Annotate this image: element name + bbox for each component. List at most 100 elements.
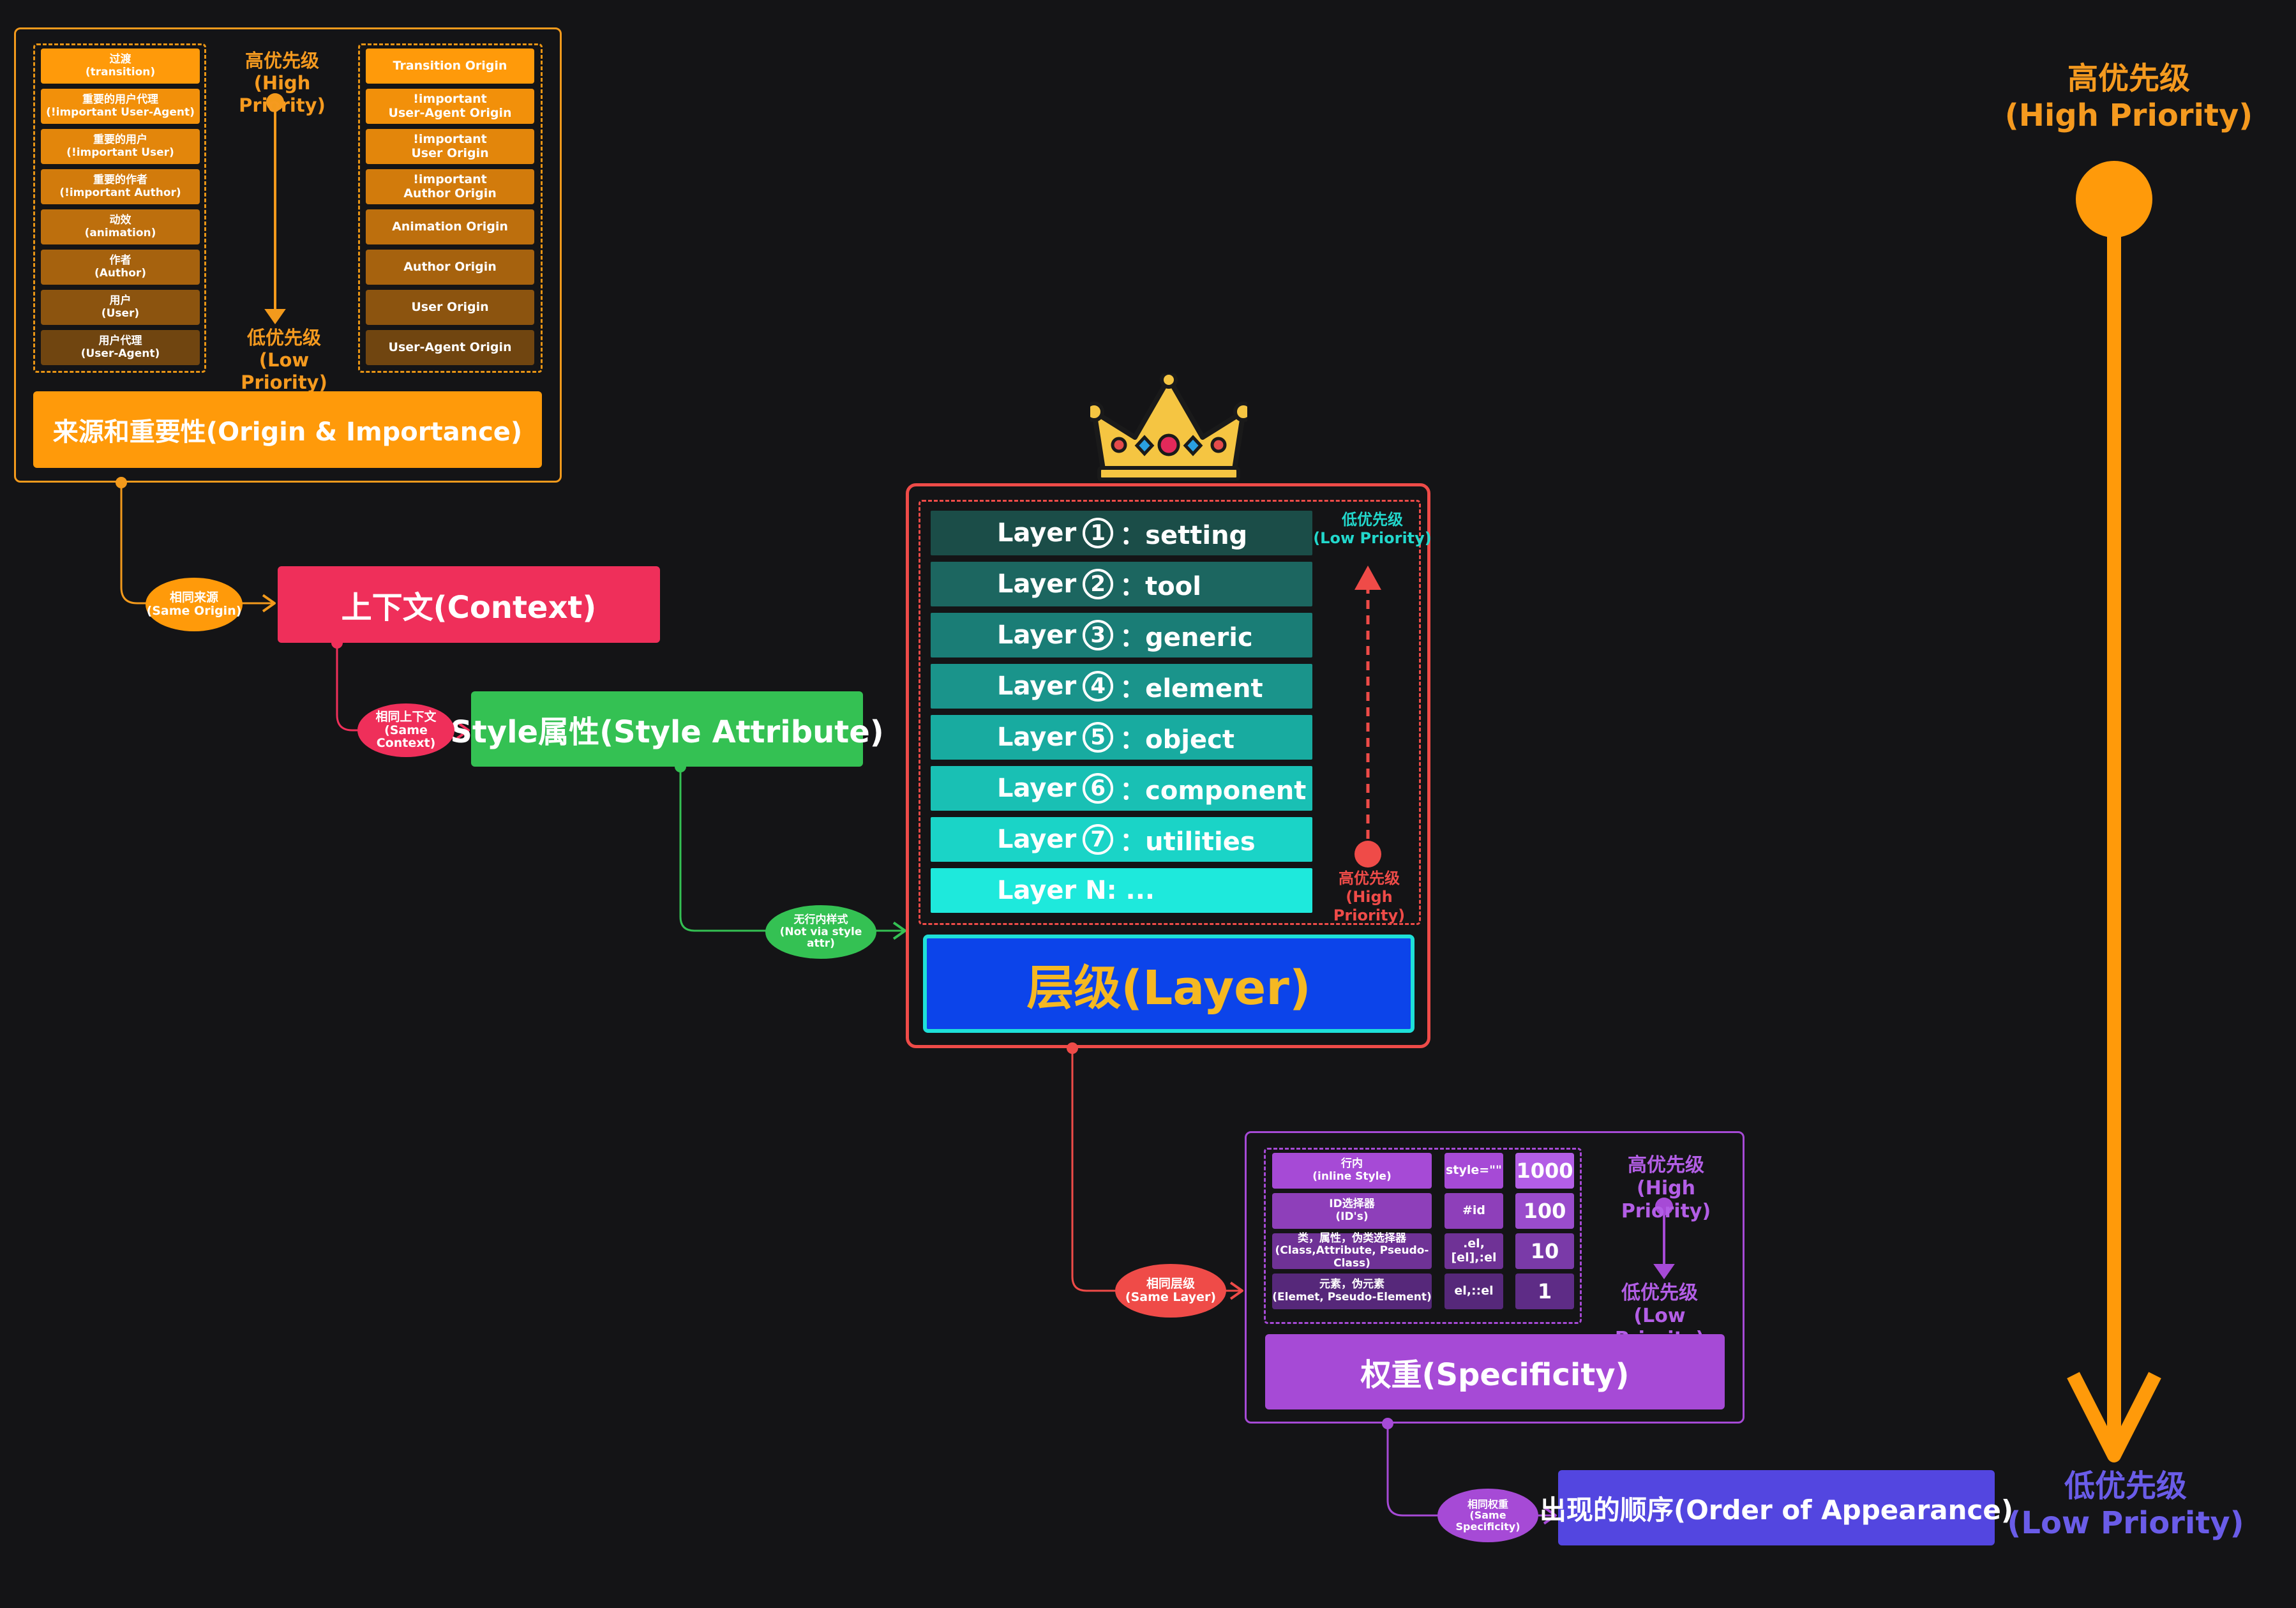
global-low-priority-label: 低优先级 (Low Priority) [2007, 1468, 2244, 1541]
layer-row-name: ：tool [1120, 572, 1201, 601]
layer-number-badge: 3 [1083, 620, 1114, 650]
specificity-selector-type: 行内 (inline Style) [1272, 1153, 1432, 1189]
origin-right-item: User-Agent Origin [366, 330, 534, 365]
global-priority-dot [2076, 161, 2152, 237]
layer-rows-group [919, 500, 1421, 925]
origin-priority-arrowhead [264, 309, 286, 324]
layer-number-badge: 1 [1083, 518, 1114, 548]
layer-row-prefix: Layer [997, 620, 1077, 650]
specificity-selector-type: 元素，伪元素 (Elemet, Pseudo-Element) [1272, 1274, 1432, 1309]
origin-title: 来源和重要性(Origin & Importance) [33, 391, 542, 468]
layer-number-badge: 4 [1083, 671, 1114, 702]
specificity-selector-syntax: el,::el [1444, 1274, 1503, 1309]
layer-row-prefix: Layer N: ... [997, 876, 1155, 905]
specificity-rows-group [1264, 1148, 1582, 1324]
origin-to-context-arrowhead [262, 594, 276, 613]
layer-number-badge: 7 [1083, 824, 1114, 855]
specificity-selector-type: 类，属性，伪类选择器 (Class,Attribute, Pseudo-Clas… [1272, 1232, 1432, 1270]
layer-row-name: ：element [1120, 674, 1263, 703]
origin-to-context-line [120, 483, 274, 605]
origin-left-group [33, 43, 206, 373]
global-high-priority-label: 高优先级 (High Priority) [2004, 61, 2253, 133]
layer-row-name: ：component [1120, 776, 1307, 806]
layer-title: 层级(Layer) [923, 935, 1414, 1033]
context-to-style-arrowhead [456, 721, 470, 740]
layer-row-prefix: Layer [997, 672, 1077, 701]
layer-row-name: ：object [1120, 725, 1234, 755]
same-layer-connector: 相同层级 (Same Layer) [1115, 1264, 1226, 1318]
origin-low-priority-label: 低优先级 (Low Priority) [241, 327, 327, 393]
layer-low-priority-label: 低优先级 (Low Priority) [1313, 511, 1432, 547]
origin-high-priority-label: 高优先级 (High Priority) [239, 50, 326, 116]
global-priority-arrowhead [2067, 1372, 2161, 1462]
same-specificity-connector: 相同权重 (Same Specificity) [1437, 1489, 1538, 1542]
context-to-style-line [336, 643, 469, 732]
origin-left-item: 重要的用户代理 (!important User-Agent) [41, 89, 200, 124]
origin-right-item: Animation Origin [366, 209, 534, 244]
layer-panel [906, 483, 1430, 1048]
specificity-weight-value: 10 [1515, 1233, 1574, 1269]
layer-row-prefix: Layer [997, 723, 1077, 752]
layer-row-prefix: Layer [997, 825, 1077, 854]
origin-left-item: 作者 (Author) [41, 250, 200, 285]
order-of-appearance-title: 出现的顺序(Order of Appearance) [1540, 1470, 2013, 1545]
style-to-layer-line [679, 767, 905, 932]
layer-number-badge: 5 [1083, 722, 1114, 753]
origin-right-group [358, 43, 543, 373]
origin-left-item: 用户 (User) [41, 290, 200, 325]
specificity-priority-dot [1655, 1198, 1673, 1215]
same-origin-connector: 相同来源 (Same Origin) [146, 578, 243, 631]
specificity-panel [1245, 1131, 1745, 1424]
specificity-weight-value: 100 [1515, 1193, 1574, 1229]
layer-priority-dot [1354, 841, 1381, 868]
context-title: 上下文(Context) [278, 566, 660, 643]
specificity-selector-type: ID选择器 (ID's) [1272, 1193, 1432, 1229]
specificity-selector-syntax: #id [1444, 1193, 1503, 1229]
origin-left-item: 重要的用户 (!important User) [41, 129, 200, 164]
global-priority-arrow [2068, 160, 2157, 1468]
origin-right-item: Author Origin [366, 250, 534, 285]
origin-right-item: !important Author Origin [366, 169, 534, 204]
origin-left-item: 重要的作者 (!important Author) [41, 169, 200, 204]
specificity-priority-arrowhead [1653, 1264, 1675, 1279]
specificity-title: 权重(Specificity) [1265, 1334, 1725, 1409]
same-context-connector: 相同上下文 (Same Context) [357, 703, 454, 757]
origin-connector-dot [116, 477, 127, 488]
style-attribute-title: Style属性(Style Attribute) [450, 691, 884, 767]
origin-right-item: !important User Origin [366, 129, 534, 164]
layer-number-badge: 6 [1083, 773, 1114, 804]
layer-row-prefix: Layer [997, 774, 1077, 803]
origin-right-item: !important User-Agent Origin [366, 89, 534, 124]
layer-high-priority-label: 高优先级 (High Priority) [1333, 869, 1406, 924]
not-inline-style-connector: 无行内样式 (Not via style attr) [765, 905, 876, 959]
specificity-to-order-arrowhead [1543, 1506, 1557, 1525]
layer-priority-arrowhead [1354, 566, 1381, 590]
layer-row: Layer N: ... [931, 868, 1312, 913]
layer-row-name: ：generic [1120, 623, 1253, 652]
origin-right-item: User Origin [366, 290, 534, 325]
layer-number-badge: 2 [1083, 569, 1114, 599]
layer-row-name: ：utilities [1120, 827, 1256, 857]
layer-to-specificity-arrowhead [1229, 1281, 1243, 1300]
specificity-high-priority-label: 高优先级 (High Priority) [1621, 1154, 1711, 1222]
origin-right-item: Transition Origin [366, 49, 534, 84]
layer-to-specificity-line [1071, 1048, 1242, 1292]
origin-left-item: 过渡 (transition) [41, 49, 200, 84]
origin-priority-dot [266, 93, 284, 111]
specificity-to-order-line [1386, 1424, 1556, 1517]
specificity-weight-value: 1 [1515, 1274, 1574, 1309]
specificity-selector-syntax: .el,[el],:el [1444, 1233, 1503, 1269]
crown-icon [1084, 371, 1254, 481]
origin-left-item: 动效 (animation) [41, 209, 200, 244]
specificity-connector-dot [1382, 1418, 1393, 1429]
layer-row-prefix: Layer [997, 569, 1077, 599]
origin-left-item: 用户代理 (User-Agent) [41, 330, 200, 365]
